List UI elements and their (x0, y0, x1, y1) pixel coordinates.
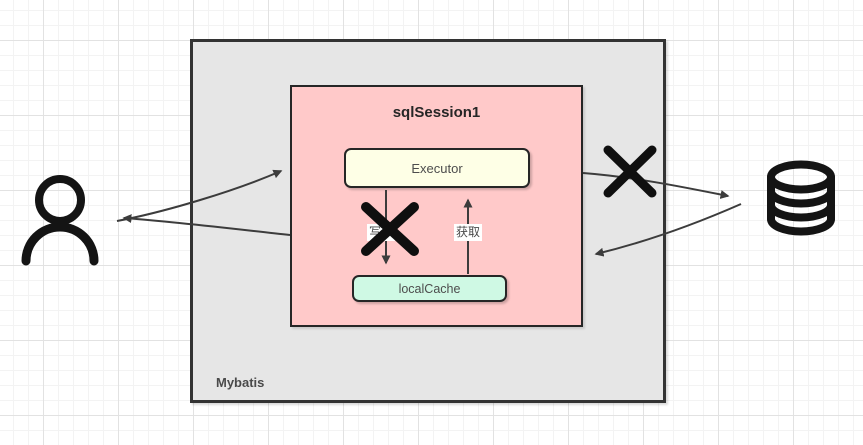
user-icon (21, 175, 99, 266)
mybatis-container-label: Mybatis (216, 375, 265, 390)
database-icon (767, 160, 835, 236)
sqlsession1-title: sqlSession1 (392, 104, 481, 121)
executor-node: Executor (344, 148, 530, 188)
localcache-node: localCache (352, 275, 507, 302)
fetch-edge-label: 获取 (454, 224, 483, 241)
executor-node-label: Executor (411, 160, 463, 176)
localcache-node-label: localCache (398, 281, 461, 296)
write-edge-label: 写入 (367, 224, 396, 241)
